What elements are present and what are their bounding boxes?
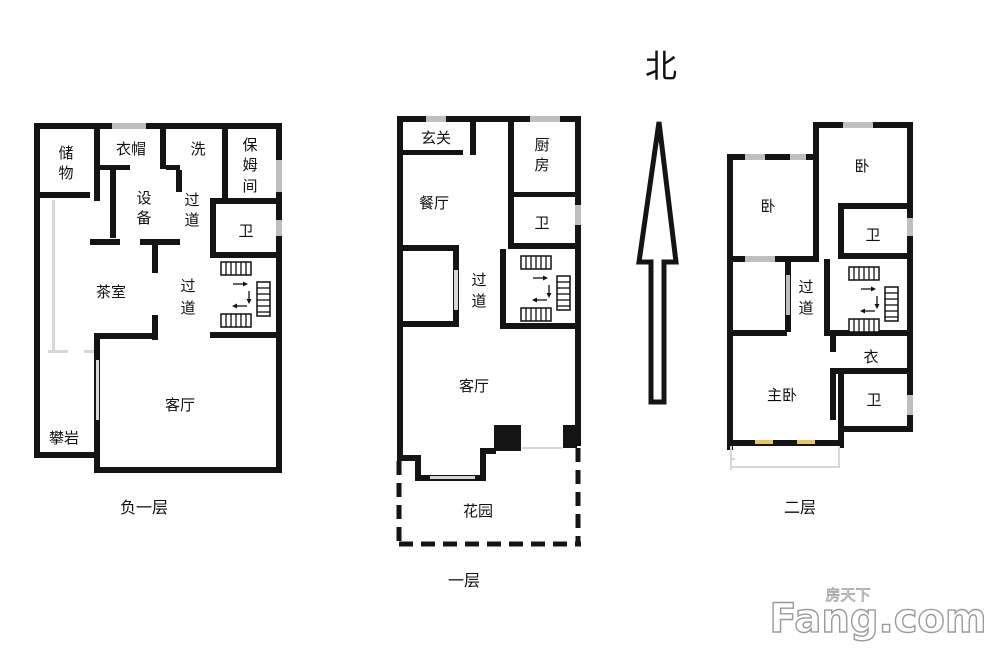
label-bedroom-ne: 卧 [854,157,869,175]
north-arrow [636,121,679,405]
label-living-first: 客厅 [459,377,489,395]
basement-plan [34,123,282,473]
label-nanny-3: 间 [242,177,257,195]
watermark-brand: Fang.com [769,596,984,642]
label-closet: 衣 [863,348,878,366]
label-kitchen-2: 房 [534,156,549,174]
label-living-basement: 客厅 [165,396,195,414]
first-floor-plan [396,116,581,547]
label-corridor-first-1: 过 [471,271,486,289]
label-wash: 洗 [190,140,205,158]
watermark-brand-cn: 房天下 [825,586,870,604]
label-storage-1: 储 [58,144,73,162]
label-corridor-upper-2: 道 [184,211,199,229]
caption-first-floor: 一层 [448,571,480,590]
label-foyer: 玄关 [421,129,451,147]
label-dining: 餐厅 [419,194,449,212]
label-bath-lower: 卫 [866,391,881,409]
label-storage-2: 物 [58,164,73,182]
label-climbing: 攀岩 [49,429,79,447]
garden-dashed-border [396,448,581,547]
label-bath-basement: 卫 [238,222,253,240]
label-corridor-lower-2: 道 [180,299,195,317]
label-nanny-2: 姆 [242,156,257,174]
label-kitchen-1: 厨 [534,136,549,154]
watermark-logo: 房天下 Fang.com [769,586,984,643]
label-equipment-2: 备 [136,209,151,227]
label-nanny-1: 保 [242,136,257,154]
north-label: 北 [645,47,677,85]
caption-basement: 负一层 [120,498,168,517]
label-bath-upper: 卫 [865,226,880,244]
label-corridor-second-1: 过 [798,278,813,296]
label-bath-first: 卫 [534,214,549,232]
label-bedroom-w: 卧 [760,197,775,215]
label-corridor-upper-1: 过 [184,191,199,209]
label-tea-room: 茶室 [96,283,126,301]
label-cloakroom: 衣帽 [116,140,146,158]
second-floor-plan [727,122,913,470]
label-corridor-first-2: 道 [471,292,486,310]
label-equipment-1: 设 [136,189,151,207]
label-corridor-lower-1: 过 [180,277,195,295]
label-master-bedroom: 主卧 [767,386,797,404]
label-garden: 花园 [463,502,493,520]
caption-second-floor: 二层 [784,498,816,517]
label-corridor-second-2: 道 [798,299,813,317]
